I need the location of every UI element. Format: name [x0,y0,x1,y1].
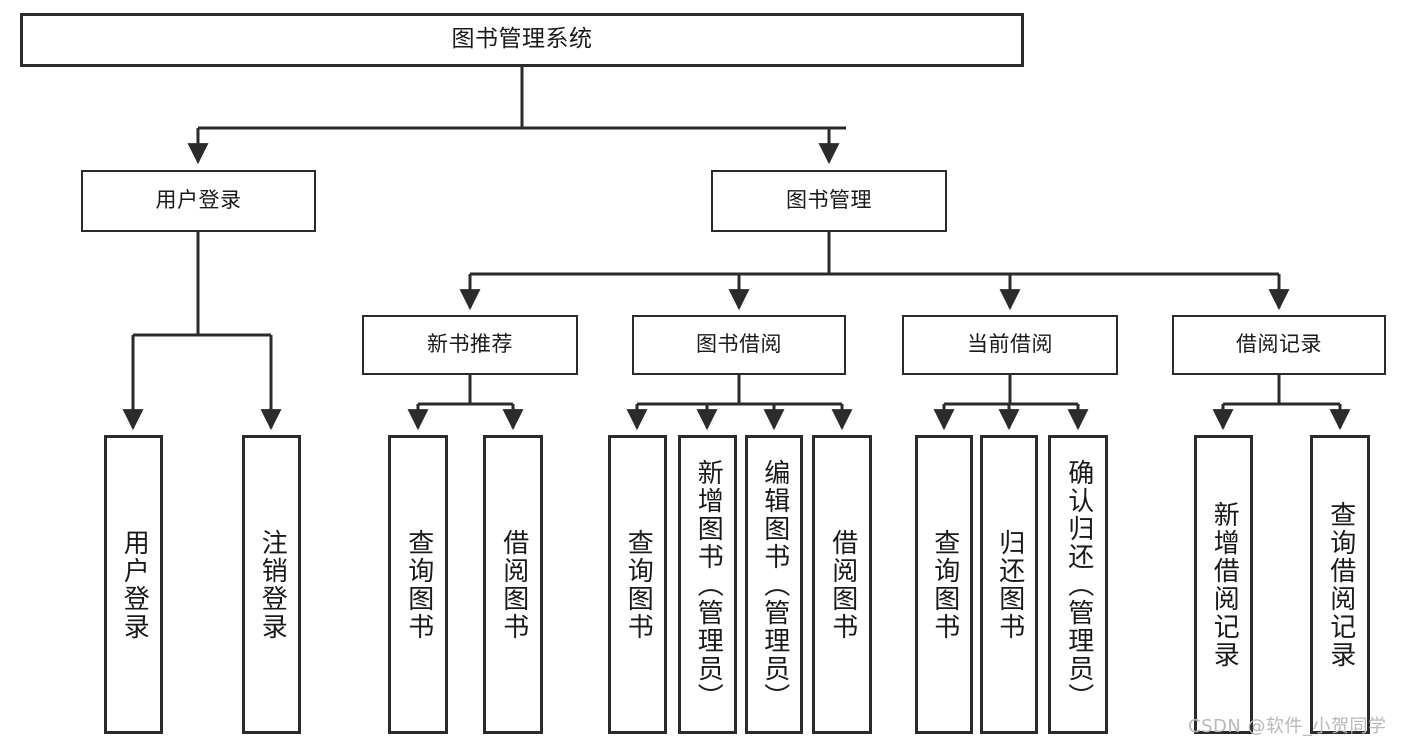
leaf-borrow-book-recommend[interactable]: 借阅图书 [483,435,543,734]
node-label: 图书管理系统 [451,26,593,53]
node-label: 确认归还（管理员） [1063,458,1094,711]
leaf-user-login[interactable]: 用户登录 [104,435,163,734]
node-label: 借阅记录 [1236,332,1322,357]
leaf-borrow-book[interactable]: 借阅图书 [812,435,872,734]
leaf-logout[interactable]: 注销登录 [242,435,301,734]
node-label: 查询借阅记录 [1325,500,1356,669]
leaf-return-book[interactable]: 归还图书 [980,435,1038,734]
leaf-query-borrow-record[interactable]: 查询借阅记录 [1310,435,1370,734]
node-new-book-recommend[interactable]: 新书推荐 [362,315,578,375]
node-label: 借阅图书 [498,528,529,641]
node-user-login[interactable]: 用户登录 [81,170,316,232]
node-root[interactable]: 图书管理系统 [20,13,1024,67]
node-label: 当前借阅 [967,332,1053,357]
node-book-borrow[interactable]: 图书借阅 [632,315,846,375]
node-label: 注销登录 [257,528,288,641]
node-label: 借阅图书 [827,528,858,641]
node-label: 用户登录 [155,188,242,213]
leaf-confirm-return-admin[interactable]: 确认归还（管理员） [1048,435,1108,734]
leaf-query-book-current[interactable]: 查询图书 [915,435,973,734]
leaf-query-book-recommend[interactable]: 查询图书 [388,435,448,734]
node-borrow-record[interactable]: 借阅记录 [1172,315,1386,375]
node-current-borrow[interactable]: 当前借阅 [902,315,1118,375]
leaf-edit-book-admin[interactable]: 编辑图书（管理员） [745,435,803,734]
node-label: 新书推荐 [427,332,513,357]
leaf-query-book-borrow[interactable]: 查询图书 [608,435,667,734]
node-label: 图书管理 [786,188,872,213]
node-book-management[interactable]: 图书管理 [711,170,947,232]
node-label: 用户登录 [119,528,150,641]
leaf-add-book-admin[interactable]: 新增图书（管理员） [678,435,737,734]
node-label: 查询图书 [623,528,654,641]
leaf-add-borrow-record[interactable]: 新增借阅记录 [1194,435,1253,734]
node-label: 查询图书 [403,528,434,641]
node-label: 新增借阅记录 [1209,500,1240,669]
node-label: 图书借阅 [696,332,782,357]
node-label: 新增图书（管理员） [693,458,724,711]
node-label: 编辑图书（管理员） [759,458,790,711]
node-label: 查询图书 [929,528,960,641]
node-label: 归还图书 [994,528,1025,641]
watermark: CSDN @软件_小贺同学 [1188,716,1387,737]
